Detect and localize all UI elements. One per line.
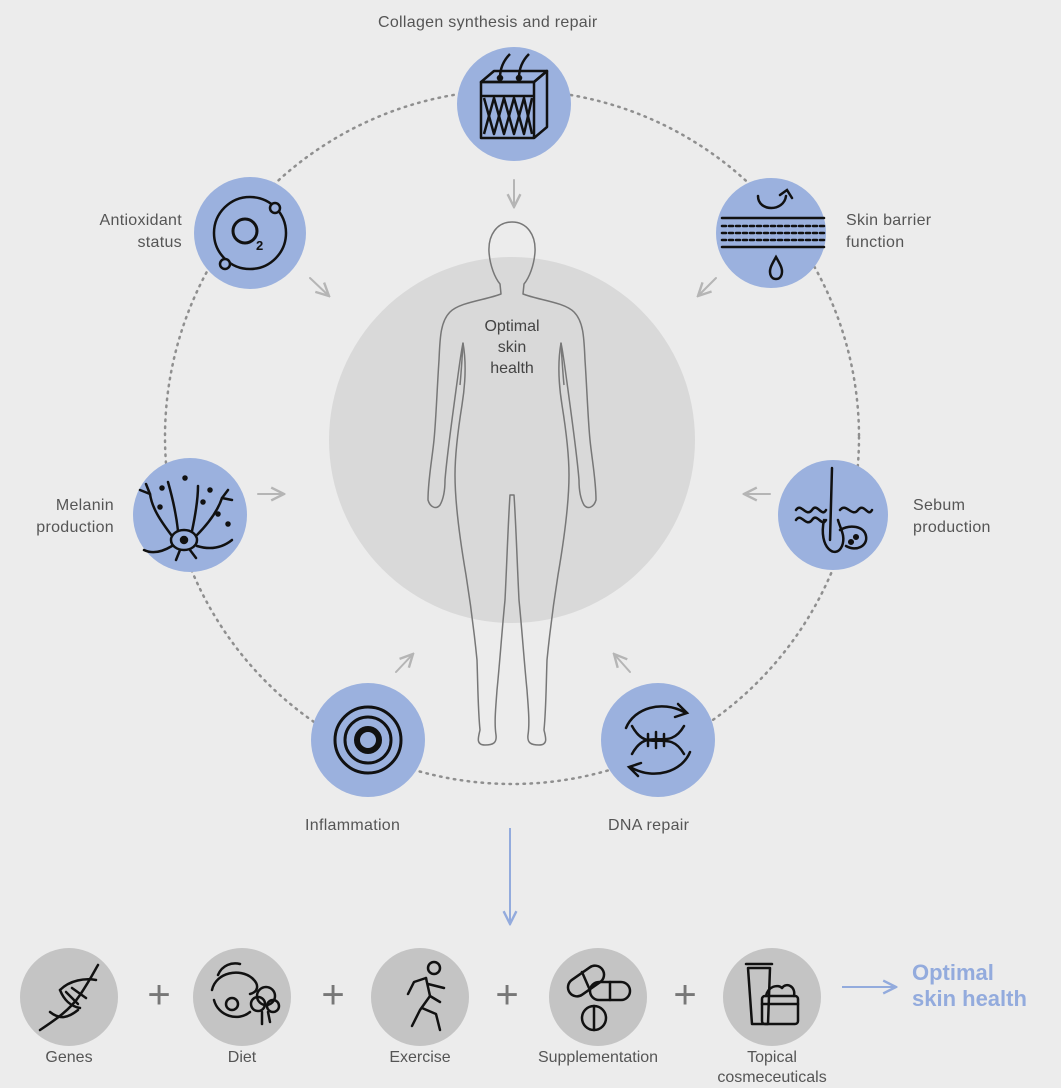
label-antioxidant-line2: status: [137, 234, 182, 251]
bottom-supplementation: [549, 948, 647, 1046]
human-body-figure: [427, 221, 597, 746]
label-melanin-line2: production: [36, 519, 114, 536]
label-antioxidant: Antioxidant status: [70, 210, 182, 254]
label-topical-line1: Topical: [747, 1049, 797, 1066]
factor-collagen: [457, 47, 571, 161]
oxygen-molecule-icon: 2: [212, 195, 288, 271]
label-topical: Topical cosmeceuticals: [712, 1048, 832, 1088]
label-genes: Genes: [45, 1049, 93, 1066]
label-topical-line2: cosmeceuticals: [717, 1069, 827, 1086]
pills-icon: [566, 964, 632, 1032]
bottom-diet: [193, 948, 291, 1046]
factor-barrier: [716, 178, 826, 288]
label-sebum: Sebum production: [913, 495, 991, 539]
factor-antioxidant: 2: [194, 177, 306, 289]
result-label-line1: Optimal: [912, 960, 994, 985]
food-icon: [210, 962, 281, 1026]
oxygen-subscript: 2: [256, 238, 263, 253]
center-label-line2: skin: [497, 339, 527, 356]
runner-icon: [406, 960, 446, 1032]
label-barrier-line2: function: [846, 234, 905, 251]
result-label-line2: skin health: [912, 986, 1027, 1011]
plus-sign-2: +: [321, 973, 344, 1017]
skin-layers-icon: [479, 53, 549, 140]
arrow-from-dna-repair: [614, 654, 631, 673]
factor-inflammation: [311, 683, 425, 797]
bottom-topical: [723, 948, 821, 1046]
plus-sign-3: +: [495, 973, 518, 1017]
factor-sebum: [778, 460, 888, 570]
factor-melanin: [133, 458, 247, 572]
label-collagen: Collagen synthesis and repair: [378, 14, 598, 31]
result-label: Optimal skin health: [912, 960, 1027, 1012]
hair-follicle-icon: [794, 466, 874, 553]
plus-sign-4: +: [673, 973, 696, 1017]
label-antioxidant-line1: Antioxidant: [99, 212, 182, 229]
arrow-from-inflammation: [395, 654, 413, 673]
center-circle: [329, 257, 695, 623]
center-label-line1: Optimal: [484, 318, 540, 335]
label-sebum-line1: Sebum: [913, 497, 966, 514]
plus-sign-1: +: [147, 973, 170, 1017]
cream-jar-icon: [744, 962, 800, 1026]
label-inflammation: Inflammation: [305, 817, 401, 834]
bottom-exercise: [371, 948, 469, 1046]
melanocyte-icon: [138, 475, 234, 562]
dna-cycle-icon: [624, 702, 692, 778]
dna-icon: [38, 963, 100, 1032]
label-melanin-line1: Melanin: [55, 497, 114, 514]
label-dna-repair: DNA repair: [608, 817, 690, 834]
cycle-dotted-ring: [163, 88, 861, 786]
influence-arrows: [257, 179, 771, 673]
skin-barrier-icon: [720, 188, 826, 281]
label-melanin: Melanin production: [8, 495, 114, 539]
center-label-line3: health: [490, 360, 534, 377]
label-barrier: Skin barrier function: [846, 210, 931, 254]
bottom-genes: [20, 948, 118, 1046]
label-sebum-line2: production: [913, 519, 991, 536]
label-exercise: Exercise: [389, 1049, 451, 1066]
arrow-from-antioxidant: [309, 277, 329, 296]
arrow-from-barrier: [698, 277, 717, 296]
label-diet: Diet: [227, 1049, 257, 1066]
label-supplementation: Supplementation: [537, 1049, 659, 1066]
label-barrier-line1: Skin barrier: [846, 212, 932, 229]
target-rings-icon: [333, 705, 403, 775]
factor-dna-repair: [601, 683, 715, 797]
center-label: Optimal skin health: [462, 316, 562, 379]
